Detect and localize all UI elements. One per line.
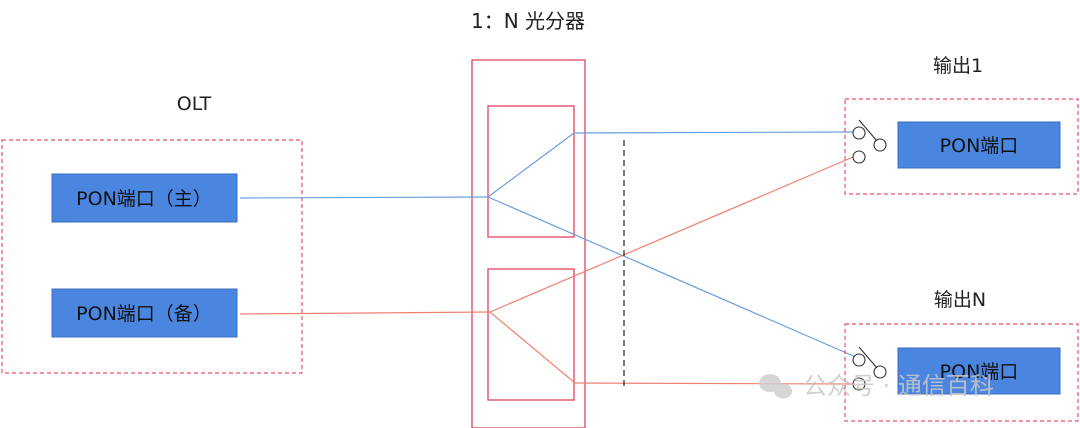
backup-fiber: [239, 156, 854, 385]
watermark: 公众号 · 通信百科: [759, 372, 994, 400]
output-n-port-label: PON端口: [940, 361, 1019, 383]
wechat-icon: [759, 374, 792, 399]
output-1-port-label: PON端口: [940, 135, 1019, 157]
olt-primary-port: PON端口（主）: [51, 173, 238, 223]
primary-fiber: [239, 131, 859, 359]
watermark-text: 公众号 · 通信百科: [803, 372, 994, 400]
splitter-primary-box: [487, 105, 575, 238]
splitter-title: 1：N 光分器: [471, 9, 585, 33]
olt-backup-port: PON端口（备）: [51, 288, 238, 338]
splitter-backup-box: [487, 268, 575, 401]
output-n-container: [844, 323, 1079, 422]
output-n-switch: [852, 346, 887, 391]
olt-label: OLT: [177, 93, 212, 115]
olt-primary-port-label: PON端口（主）: [76, 188, 212, 210]
output-n-port: PON端口: [897, 347, 1061, 395]
output-1-port: PON端口: [897, 121, 1061, 169]
output-1-label: 输出1: [933, 55, 983, 77]
olt-backup-port-label: PON端口（备）: [76, 303, 212, 325]
output-1-switch: [852, 119, 887, 164]
output-1-container: [844, 98, 1079, 195]
splitter-outer: [471, 59, 586, 428]
olt-container: [1, 139, 303, 374]
output-n-label: 输出N: [934, 289, 986, 311]
